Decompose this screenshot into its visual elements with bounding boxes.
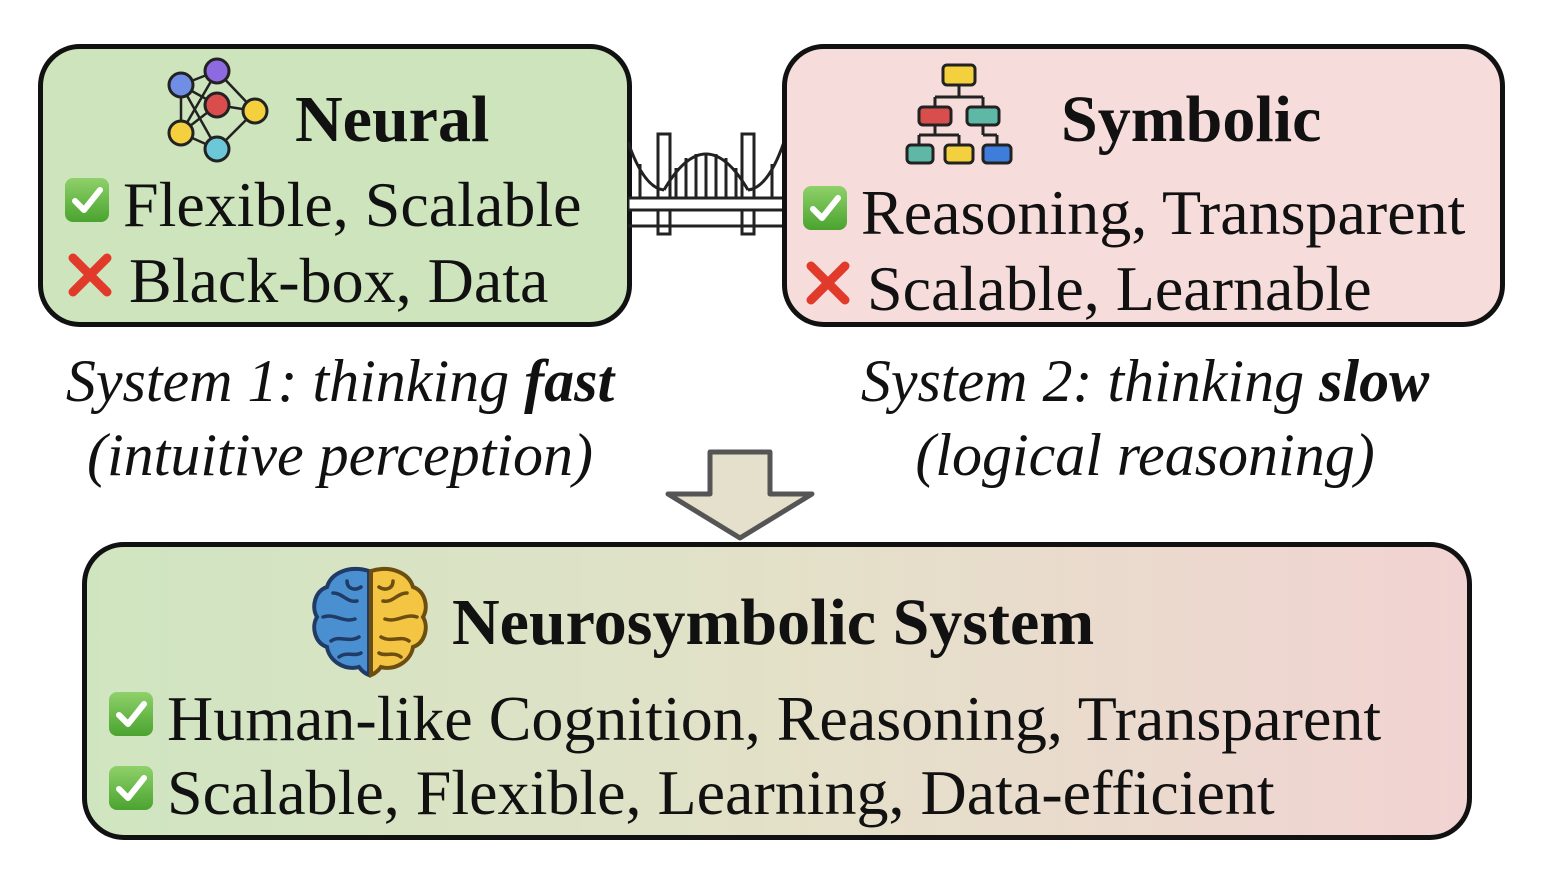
- neural-network-icon: [167, 57, 269, 163]
- neural-pros-label: Flexible, Scalable: [123, 169, 582, 240]
- brain-icon: [312, 567, 428, 678]
- check-mark-icon: [109, 766, 153, 810]
- symbolic-caption-prefix: System 2: thinking: [860, 348, 1320, 414]
- neural-box: Neural Flexible, Scalable Black-box, Dat…: [38, 44, 632, 327]
- neurosymbolic-box: Neurosymbolic System Human-like Cognitio…: [82, 542, 1472, 840]
- check-mark-icon: [65, 178, 109, 222]
- neurosymbolic-pros-2: Scalable, Flexible, Learning, Data-effic…: [109, 761, 1275, 825]
- cross-mark-icon: [65, 250, 115, 300]
- neural-caption-bold: fast: [524, 348, 615, 414]
- cross-mark-icon: [803, 258, 853, 308]
- symbolic-pros: Reasoning, Transparent: [803, 181, 1465, 245]
- check-mark-icon: [803, 186, 847, 230]
- neural-caption-line2: (intuitive perception): [87, 422, 593, 488]
- neural-cons: Black-box, Data: [65, 249, 548, 313]
- neural-caption-prefix: System 1: thinking: [65, 348, 525, 414]
- neurosymbolic-pros-2-label: Scalable, Flexible, Learning, Data-effic…: [167, 757, 1275, 828]
- neural-cons-label: Black-box, Data: [129, 245, 549, 316]
- down-arrow-icon: [665, 449, 815, 541]
- neural-pros: Flexible, Scalable: [65, 173, 582, 237]
- neurosymbolic-title: Neurosymbolic System: [452, 586, 1095, 659]
- hierarchy-tree-icon: [905, 63, 1013, 165]
- symbolic-cons-label: Scalable, Learnable: [867, 253, 1372, 324]
- neural-title: Neural: [295, 83, 490, 156]
- neural-caption: System 1: thinking fast (intuitive perce…: [0, 344, 680, 492]
- symbolic-title: Symbolic: [1061, 83, 1322, 156]
- symbolic-cons: Scalable, Learnable: [803, 257, 1372, 321]
- symbolic-caption-line2: (logical reasoning): [915, 422, 1375, 488]
- symbolic-box: Symbolic Reasoning, Transparent Scalable…: [782, 44, 1505, 327]
- neurosymbolic-pros-1-label: Human-like Cognition, Reasoning, Transpa…: [167, 683, 1382, 754]
- check-mark-icon: [109, 692, 153, 736]
- bridge-icon: [628, 132, 784, 236]
- symbolic-caption: System 2: thinking slow (logical reasoni…: [800, 344, 1490, 492]
- neurosymbolic-pros-1: Human-like Cognition, Reasoning, Transpa…: [109, 687, 1381, 751]
- symbolic-caption-line1: System 2: thinking slow: [800, 344, 1490, 418]
- symbolic-pros-label: Reasoning, Transparent: [861, 177, 1466, 248]
- neural-caption-line1: System 1: thinking fast: [0, 344, 680, 418]
- symbolic-caption-bold: slow: [1319, 348, 1430, 414]
